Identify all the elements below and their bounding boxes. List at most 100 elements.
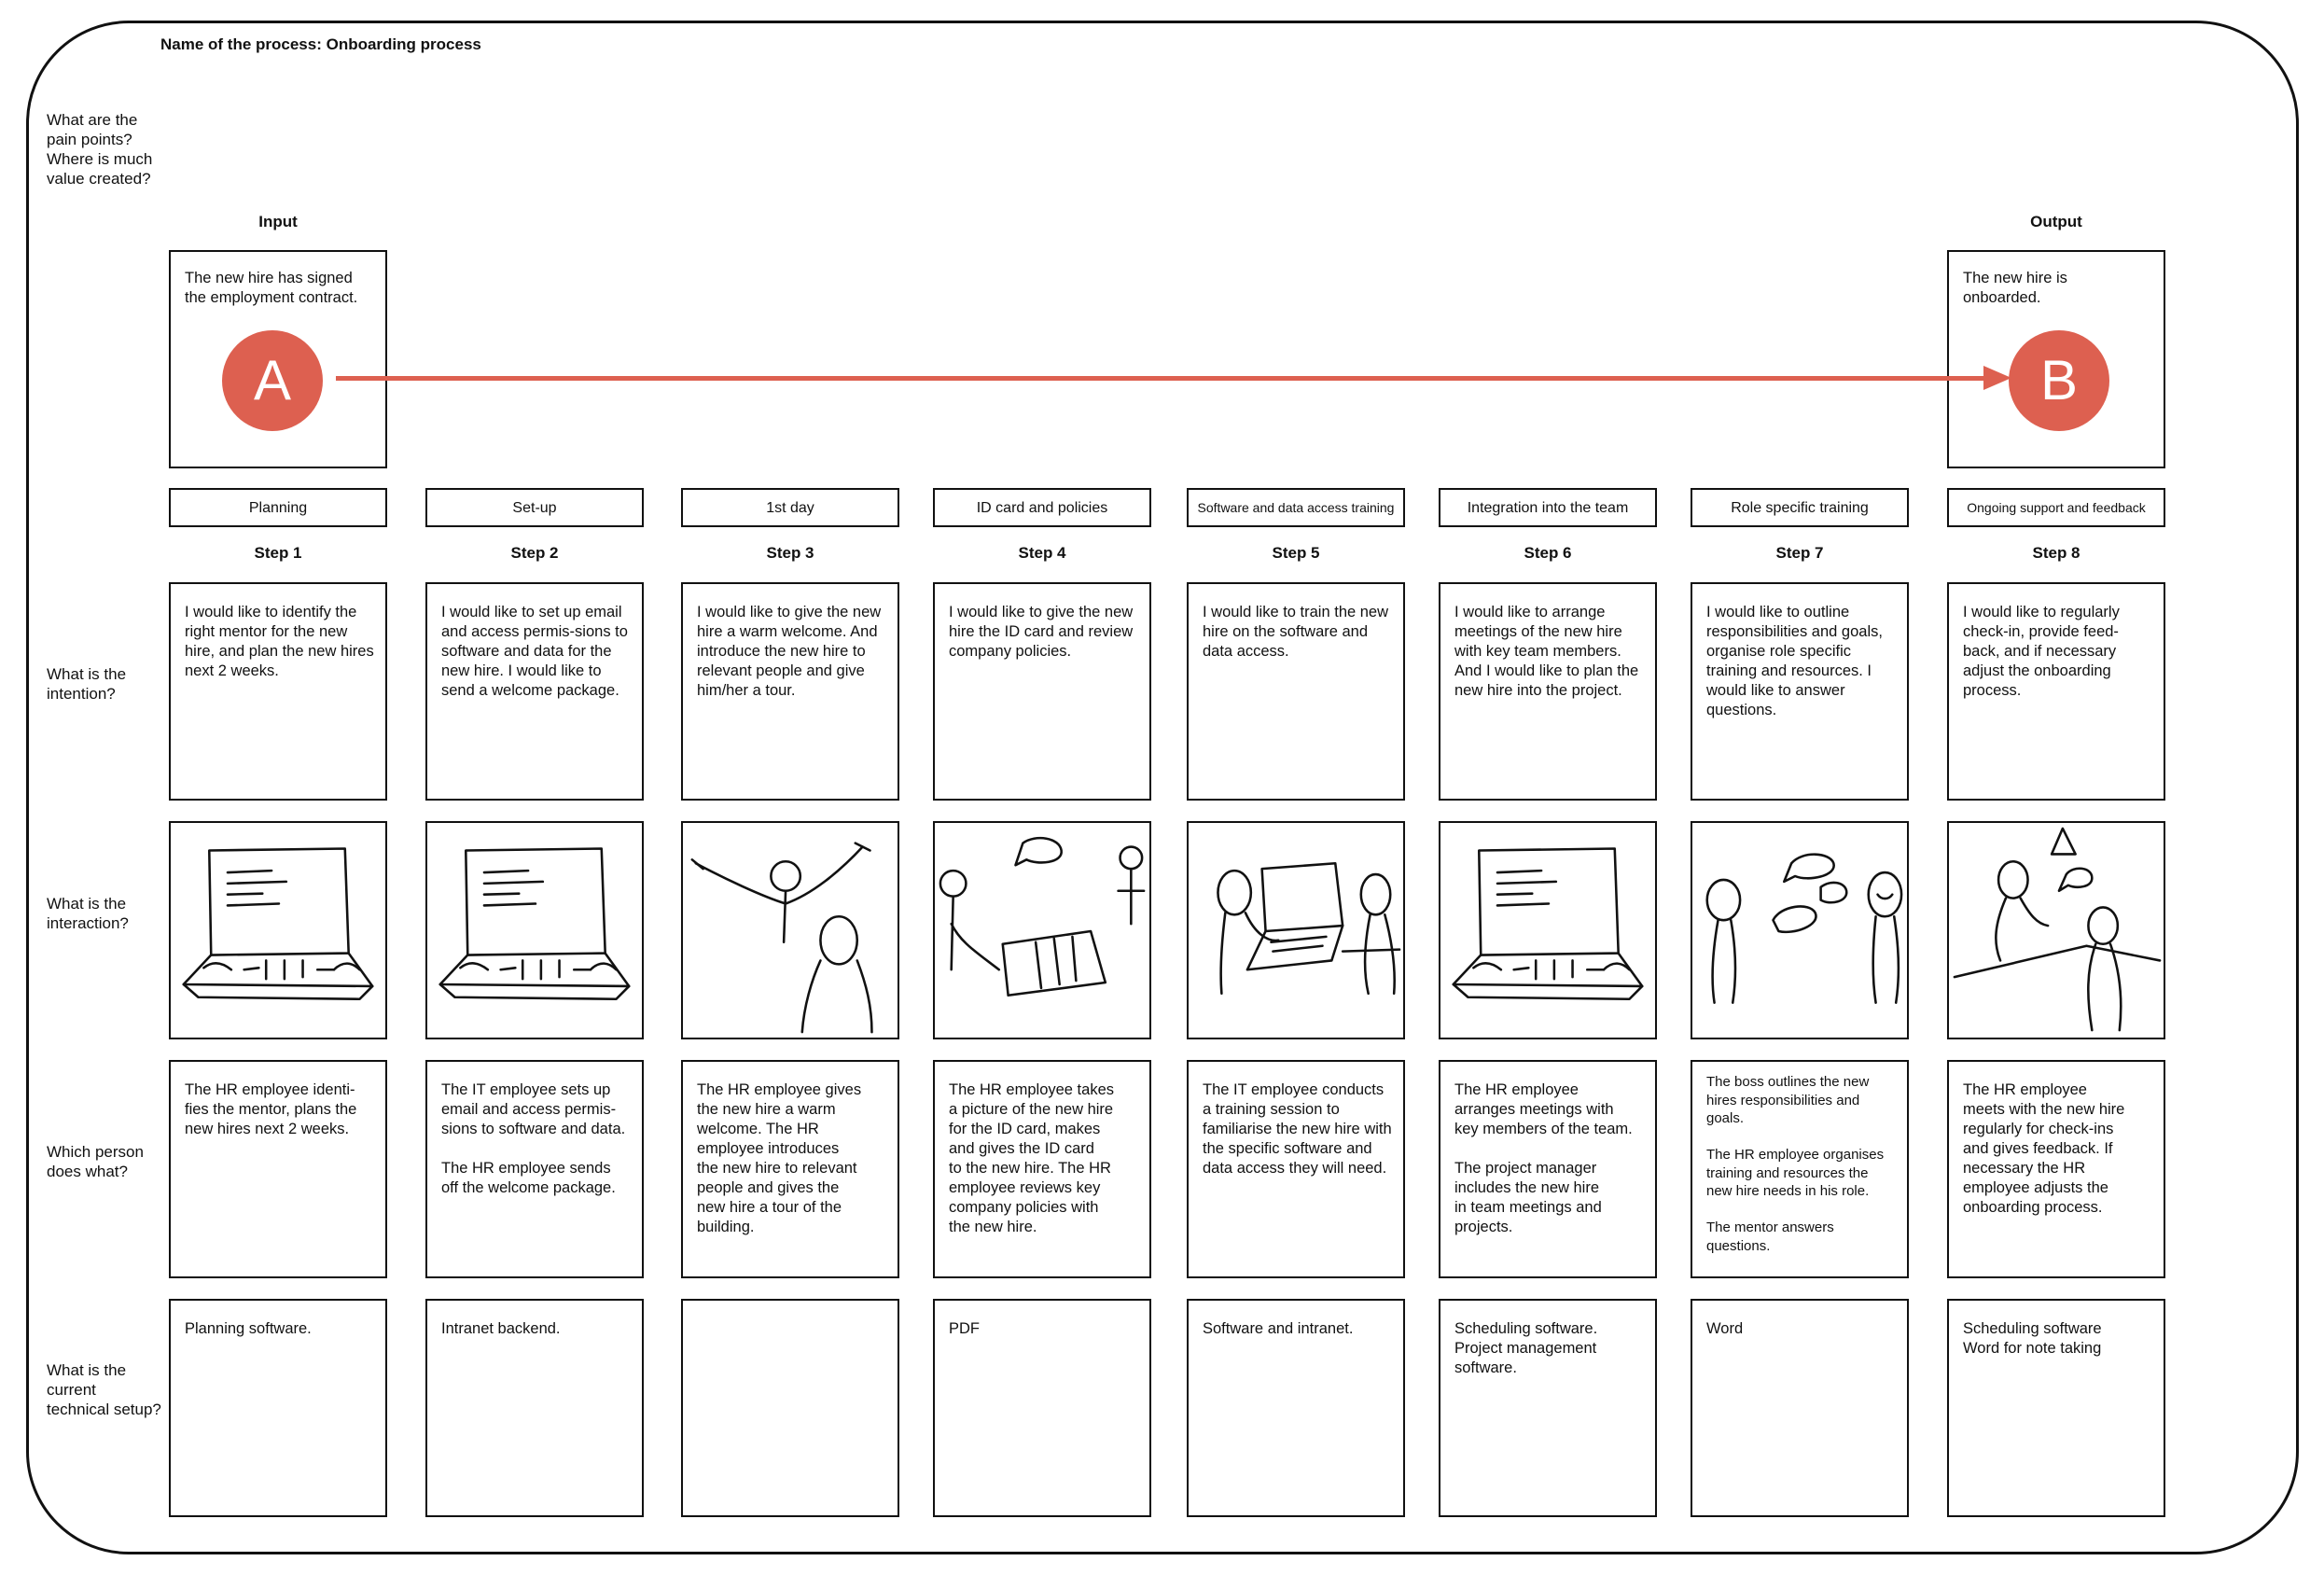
technical-cell-6: Scheduling software. Project management …	[1439, 1299, 1657, 1517]
technical-cell-1: Planning software.	[169, 1299, 387, 1517]
process-arrow	[336, 376, 1987, 381]
phase-label: Integration into the team	[1468, 500, 1629, 516]
input-heading: Input	[169, 213, 387, 231]
intention-cell-8: I would like to regularly check-in, prov…	[1947, 582, 2165, 801]
technical-text: Intranet backend.	[441, 1319, 633, 1339]
arrow-head-icon	[1983, 366, 2011, 390]
input-box: The new hire has signed the employment c…	[169, 250, 387, 468]
person-cell-8: The HR employee meets with the new hire …	[1947, 1060, 2165, 1278]
intention-text: I would like to identify the right mento…	[185, 603, 376, 681]
person-text: The HR employee meets with the new hire …	[1963, 1080, 2154, 1218]
interaction-cell-1	[169, 821, 387, 1039]
intention-text: I would like to set up email and access …	[441, 603, 633, 701]
phase-label: Ongoing support and feedback	[1967, 500, 2145, 516]
technical-cell-5: Software and intranet.	[1187, 1299, 1405, 1517]
step-label-7: Step 7	[1691, 544, 1909, 563]
row-label-technical: What is the current technical setup?	[47, 1360, 173, 1419]
interaction-cell-3	[681, 821, 899, 1039]
row-label-pain-points: What are the pain points? Where is much …	[47, 110, 173, 188]
intention-text: I would like to train the new hire on th…	[1203, 603, 1394, 662]
phase-box-4: ID card and policies	[933, 488, 1151, 527]
interaction-cell-8	[1947, 821, 2165, 1039]
intention-cell-1: I would like to identify the right mento…	[169, 582, 387, 801]
person-cell-1: The HR employee identi- fies the mentor,…	[169, 1060, 387, 1278]
output-box: The new hire is onboarded. B	[1947, 250, 2165, 468]
laptop-sketch	[171, 823, 385, 1038]
technical-text: Scheduling software Word for note taking	[1963, 1319, 2154, 1359]
row-label-intention: What is the intention?	[47, 664, 173, 704]
intention-cell-6: I would like to arrange meetings of the …	[1439, 582, 1657, 801]
person-text: The boss outlines the new hires responsi…	[1706, 1073, 1898, 1255]
intention-text: I would like to give the new hire the ID…	[949, 603, 1140, 662]
intention-cell-4: I would like to give the new hire the ID…	[933, 582, 1151, 801]
row-label-interaction: What is the interaction?	[47, 894, 173, 933]
interaction-cell-4	[933, 821, 1151, 1039]
intention-cell-7: I would like to outline responsibilities…	[1691, 582, 1909, 801]
person-text: The HR employee takes a picture of the n…	[949, 1080, 1140, 1237]
phase-label: ID card and policies	[977, 500, 1108, 516]
technical-text: Software and intranet.	[1203, 1319, 1394, 1339]
training-sketch	[1189, 823, 1403, 1038]
start-marker: A	[222, 330, 323, 431]
end-marker: B	[2009, 330, 2109, 431]
technical-cell-3	[681, 1299, 899, 1517]
phase-box-2: Set-up	[425, 488, 644, 527]
person-cell-5: The IT employee conducts a training sess…	[1187, 1060, 1405, 1278]
intention-text: I would like to outline responsibilities…	[1706, 603, 1898, 720]
id-card-sketch	[935, 823, 1149, 1038]
step-label-4: Step 4	[933, 544, 1151, 563]
technical-text: Scheduling software. Project management …	[1454, 1319, 1646, 1378]
person-cell-4: The HR employee takes a picture of the n…	[933, 1060, 1151, 1278]
step-label-8: Step 8	[1947, 544, 2165, 563]
phase-box-6: Integration into the team	[1439, 488, 1657, 527]
intention-cell-2: I would like to set up email and access …	[425, 582, 644, 801]
intention-text: I would like to arrange meetings of the …	[1454, 603, 1646, 701]
person-cell-6: The HR employee arranges meetings with k…	[1439, 1060, 1657, 1278]
meeting-sketch	[1949, 823, 2164, 1038]
step-label-2: Step 2	[425, 544, 644, 563]
phase-box-1: Planning	[169, 488, 387, 527]
phase-box-5: Software and data access training	[1187, 488, 1405, 527]
technical-text: Planning software.	[185, 1319, 376, 1339]
phase-label: Planning	[249, 500, 307, 516]
phase-box-8: Ongoing support and feedback	[1947, 488, 2165, 527]
intention-text: I would like to give the new hire a warm…	[697, 603, 888, 701]
person-text: The HR employee identi- fies the mentor,…	[185, 1080, 376, 1139]
interaction-cell-5	[1187, 821, 1405, 1039]
laptop-sketch	[1440, 823, 1655, 1038]
row-label-person: Which person does what?	[47, 1142, 173, 1181]
output-text: The new hire is onboarded.	[1963, 269, 2094, 308]
person-cell-3: The HR employee gives the new hire a war…	[681, 1060, 899, 1278]
technical-text: PDF	[949, 1319, 1140, 1339]
input-text: The new hire has signed the employment c…	[185, 269, 376, 308]
phase-label: 1st day	[766, 500, 814, 516]
intention-cell-3: I would like to give the new hire a warm…	[681, 582, 899, 801]
interaction-cell-2	[425, 821, 644, 1039]
technical-text: Word	[1706, 1319, 1898, 1339]
person-cell-7: The boss outlines the new hires responsi…	[1691, 1060, 1909, 1278]
intention-text: I would like to regularly check-in, prov…	[1963, 603, 2154, 701]
step-label-6: Step 6	[1439, 544, 1657, 563]
conversation-sketch	[1692, 823, 1907, 1038]
technical-cell-7: Word	[1691, 1299, 1909, 1517]
person-text: The HR employee gives the new hire a war…	[697, 1080, 888, 1237]
technical-cell-8: Scheduling software Word for note taking	[1947, 1299, 2165, 1517]
laptop-sketch	[427, 823, 642, 1038]
step-label-5: Step 5	[1187, 544, 1405, 563]
welcome-sketch	[683, 823, 898, 1038]
person-text: The IT employee sets up email and access…	[441, 1080, 633, 1198]
phase-label: Software and data access training	[1198, 500, 1395, 516]
person-cell-2: The IT employee sets up email and access…	[425, 1060, 644, 1278]
step-label-3: Step 3	[681, 544, 899, 563]
phase-label: Role specific training	[1731, 500, 1869, 516]
person-text: The HR employee arranges meetings with k…	[1454, 1080, 1646, 1237]
technical-cell-4: PDF	[933, 1299, 1151, 1517]
output-heading: Output	[1947, 213, 2165, 231]
technical-cell-2: Intranet backend.	[425, 1299, 644, 1517]
person-text: The IT employee conducts a training sess…	[1203, 1080, 1394, 1178]
step-label-1: Step 1	[169, 544, 387, 563]
interaction-cell-7	[1691, 821, 1909, 1039]
phase-box-3: 1st day	[681, 488, 899, 527]
process-title: Name of the process: Onboarding process	[160, 35, 481, 54]
intention-cell-5: I would like to train the new hire on th…	[1187, 582, 1405, 801]
